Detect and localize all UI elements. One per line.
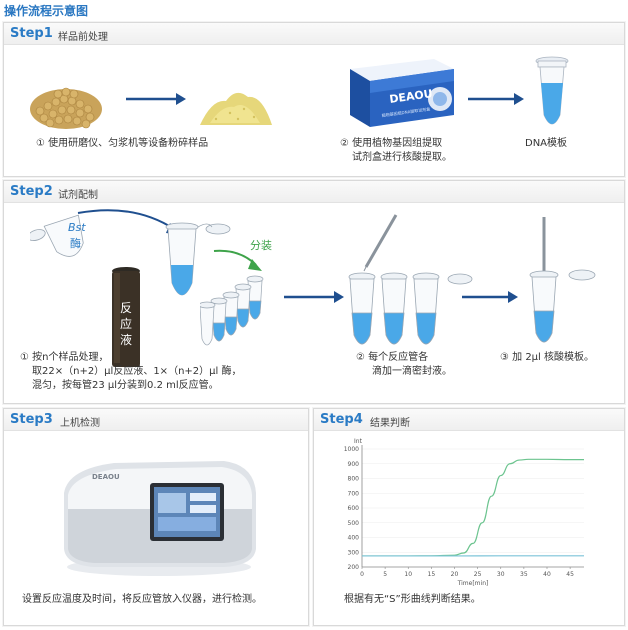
- positive-amplification-curve: [362, 458, 584, 557]
- step2-label: Step2: [10, 184, 53, 199]
- step4-subtitle: 结果判断: [370, 418, 410, 429]
- bottle-label-3: 液: [120, 333, 133, 347]
- enzyme-label-line1: Bst: [68, 221, 86, 234]
- step2-caption-1-line3: 混匀，按每管23 μl分装到0.2 ml反应管。: [32, 380, 219, 391]
- y-axis-label: Int: [354, 438, 363, 445]
- arrow-right-icon: [462, 291, 518, 303]
- step2-caption-1-line1: ① 按n个样品处理，: [20, 352, 109, 363]
- y-tick-label: 1000: [344, 446, 359, 453]
- step1-caption-1: ① 使用研磨仪、匀浆机等设备粉碎样品: [36, 138, 209, 149]
- powder-image: [200, 92, 272, 125]
- tube-strip-image: [200, 275, 264, 346]
- detection-instrument-image: DEAOU: [64, 461, 256, 576]
- step3-panel: Step3 上机检测 DEAOU 设置反应温度及时间，将反应管放入仪器，进行检测…: [3, 408, 309, 626]
- step1-header: Step1 样品前处理: [4, 23, 624, 45]
- x-tick-label: 35: [520, 571, 528, 578]
- dna-tube-image: [535, 56, 569, 125]
- sealed-tubes-image: [348, 214, 473, 345]
- bottle-label-1: 反: [120, 301, 133, 315]
- x-tick-label: 0: [360, 571, 364, 578]
- amplification-chart: 200 300 400 500 600 700 800 900 1000 0 5 10 15 20 25 30…: [344, 438, 584, 587]
- y-tick-label: 800: [348, 476, 360, 483]
- step4-header: Step4 结果判断: [314, 409, 624, 431]
- arrow-right-icon: [126, 93, 186, 105]
- step1-subtitle: 样品前处理: [58, 32, 108, 43]
- template-tube-image: [529, 217, 596, 343]
- x-tick-label: 10: [404, 571, 412, 578]
- y-tick-label: 400: [348, 535, 360, 542]
- step1-caption-2-line1: ② 使用植物基因组提取: [340, 138, 443, 149]
- y-tick-label: 900: [348, 461, 360, 468]
- y-tick-label: 600: [348, 505, 360, 512]
- step2-caption-1-line2: 取22×（n+2）μl反应液、1×（n+2）μl 酶，: [32, 366, 242, 377]
- x-tick-label: 30: [497, 571, 505, 578]
- arrow-right-icon: [284, 291, 344, 303]
- y-tick-label: 500: [348, 520, 360, 527]
- x-tick-label: 5: [383, 571, 387, 578]
- enzyme-tube-image: [30, 214, 84, 257]
- x-tick-label: 15: [428, 571, 436, 578]
- green-curved-arrow-icon: [213, 249, 262, 271]
- step2-caption-2-line1: ② 每个反应管各: [356, 352, 429, 363]
- x-tick-label: 25: [474, 571, 482, 578]
- step1-caption-3: DNA模板: [525, 138, 568, 149]
- dispense-label: 分装: [250, 239, 272, 252]
- y-tick-label: 300: [348, 549, 360, 556]
- step3-caption: 设置反应温度及时间，将反应管放入仪器，进行检测。: [22, 594, 262, 605]
- step2-caption-3: ③ 加 2μl 核酸模板。: [500, 352, 595, 363]
- extraction-kit-box-image: DEAOU 植物基因组DNA提取试剂盒: [350, 59, 454, 127]
- device-brand-text: DEAOU: [92, 473, 120, 481]
- x-tick-label: 40: [543, 571, 551, 578]
- step3-header: Step3 上机检测: [4, 409, 308, 431]
- step1-label: Step1: [10, 26, 53, 41]
- seeds-image: [30, 87, 102, 129]
- step2-header: Step2 试剂配制: [4, 181, 624, 203]
- reaction-buffer-bottle-image: [112, 267, 140, 367]
- step2-caption-2-line2: 滴加一滴密封液。: [372, 366, 452, 377]
- kit-brand-text: DEAOU: [389, 87, 434, 106]
- y-tick-label: 200: [348, 564, 360, 571]
- step4-panel: Step4 结果判断 200 300 400 500 600 700 800 900 1000 0…: [313, 408, 625, 626]
- y-tick-label: 700: [348, 490, 360, 497]
- x-tick-label: 45: [566, 571, 574, 578]
- bottle-label-2: 应: [120, 317, 133, 331]
- page-title: 操作流程示意图: [4, 4, 89, 18]
- step2-panel: Step2 试剂配制 Bst 酶 反 应 液 分装: [3, 180, 625, 404]
- x-axis-label: Time[min]: [457, 580, 489, 587]
- step4-label: Step4: [320, 412, 363, 427]
- step3-label: Step3: [10, 412, 53, 427]
- step1-caption-2-line2: 试剂盒进行核酸提取。: [352, 152, 452, 163]
- step3-subtitle: 上机检测: [60, 418, 100, 429]
- x-tick-label: 20: [451, 571, 459, 578]
- mixing-tube-image: [165, 222, 231, 296]
- arrow-right-icon: [468, 93, 524, 105]
- step4-caption: 根据有无“S”形曲线判断结果。: [344, 594, 481, 605]
- step1-panel: Step1 样品前处理 ① 使用研磨仪、匀浆机等设备粉碎样品 DE: [3, 22, 625, 177]
- step2-subtitle: 试剂配制: [58, 190, 98, 201]
- enzyme-label-line2: 酶: [70, 237, 81, 250]
